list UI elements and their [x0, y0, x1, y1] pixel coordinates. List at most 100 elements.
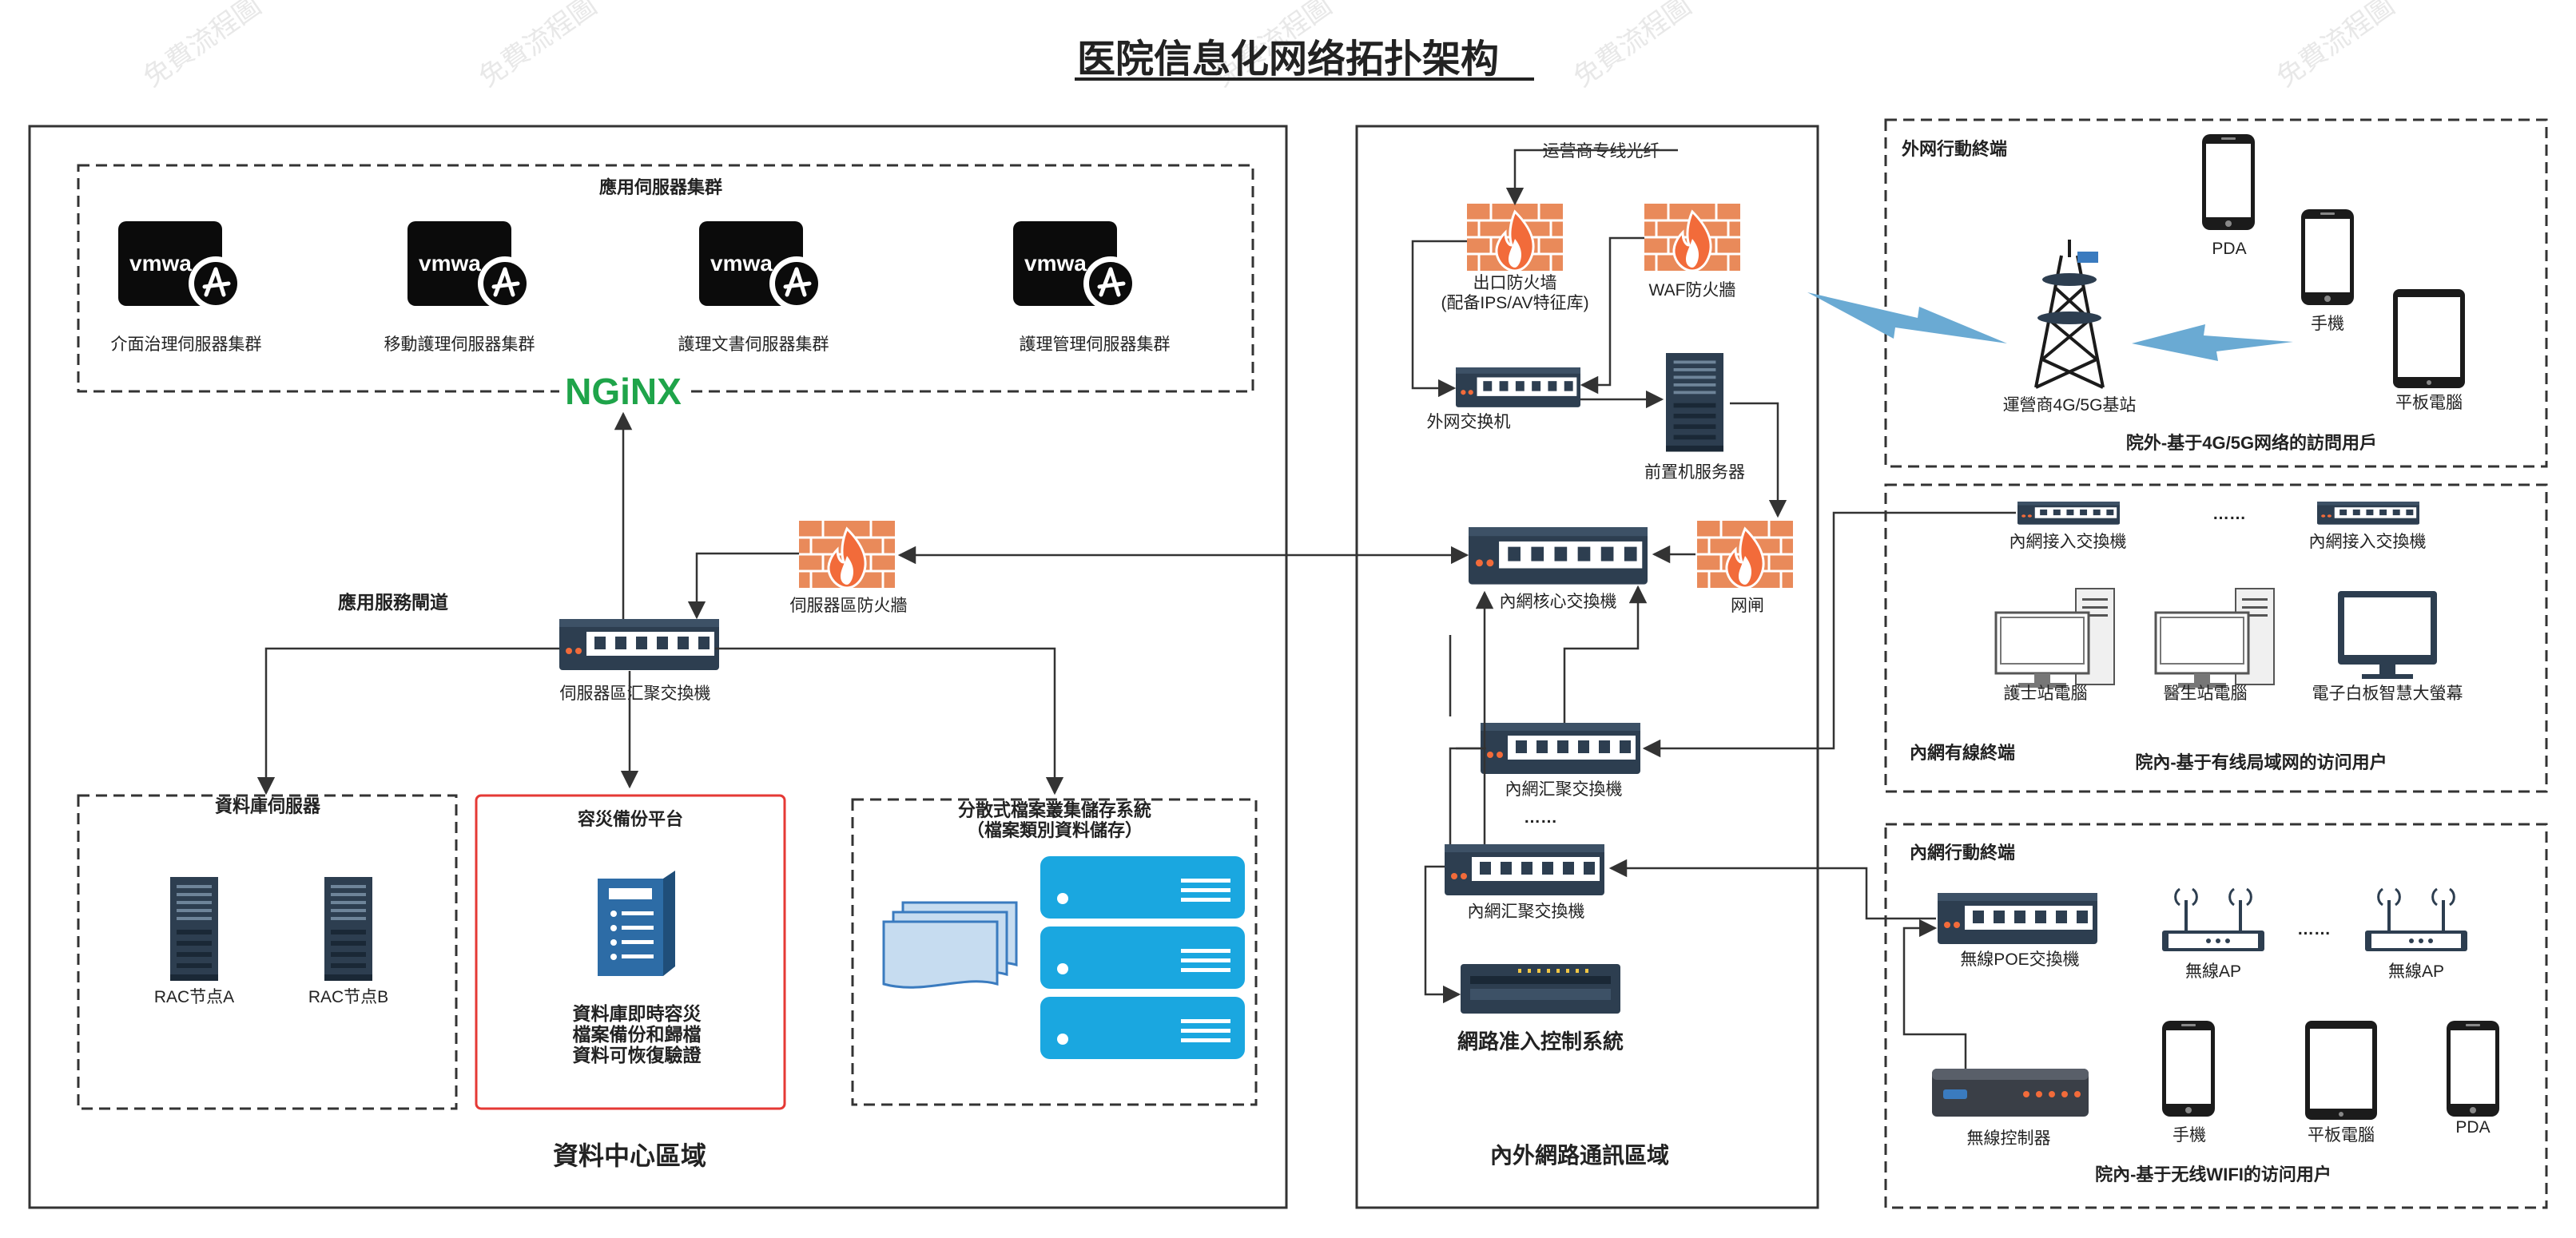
firewall-icon — [1465, 202, 1564, 272]
poe-switch[interactable]: 無線POE交換機 — [1938, 893, 2097, 969]
dfs-group — [851, 798, 1258, 1106]
doctor-station-pc[interactable]: 醫生站電腦 — [2154, 587, 2276, 703]
network-gateway[interactable]: 网闸 — [1695, 519, 1795, 615]
base-station[interactable]: 運營商4G/5G基站 — [2003, 240, 2137, 415]
switch-icon — [559, 619, 719, 670]
app-server-0[interactable]: 介面治理伺服器集群 — [111, 221, 262, 354]
int-phone[interactable]: 手機 — [2162, 1021, 2215, 1145]
app-cluster-label: 應用伺服器集群 — [599, 177, 722, 197]
wired-label: 內網有線終端 — [1910, 743, 2015, 763]
dr-line-3: 資料可恢復驗證 — [573, 1045, 702, 1065]
dr-line-1: 資料庫即時容災 — [573, 1003, 702, 1024]
monitor-icon — [2338, 591, 2437, 679]
server-zone-firewall[interactable]: 伺服器區防火牆 — [790, 519, 908, 615]
page-title: 医院信息化网络拓扑架构 — [1077, 38, 1499, 81]
external-switch[interactable]: 外网交换机 — [1427, 367, 1581, 431]
access-switch-2[interactable]: 內網接入交換機 — [2309, 502, 2427, 551]
whiteboard-label: 電子白板智慧大螢幕 — [2312, 684, 2463, 703]
server-firewall-label: 伺服器區防火牆 — [790, 597, 908, 615]
tablet-icon — [2305, 1021, 2377, 1120]
wired-caption: 院內-基于有线局域网的访问用户 — [2135, 752, 2387, 772]
app-server-1[interactable]: 移動護理伺服器集群 — [384, 221, 535, 354]
ext-mobile-label: 外网行動終端 — [1902, 139, 2007, 159]
agg-switch-label: 內網汇聚交換機 — [1505, 780, 1623, 799]
phone-label: 手機 — [2311, 315, 2344, 333]
tablet-icon — [2393, 289, 2465, 388]
phone-icon — [2447, 1021, 2499, 1117]
app-server-label: 介面治理伺服器集群 — [111, 335, 262, 354]
svg-text:免費流程圖: 免費流程圖 — [2272, 0, 2400, 93]
ext-mobile-group — [1884, 118, 2548, 468]
phone-label: 手機 — [2173, 1126, 2206, 1145]
db-servers-group — [77, 794, 458, 1110]
external-switch-label: 外网交换机 — [1427, 413, 1511, 431]
server-icon — [1666, 353, 1723, 452]
vmware-icon — [1013, 221, 1138, 311]
wireless-controller[interactable]: 無線控制器 — [1932, 1069, 2089, 1148]
firewall-icon — [1695, 519, 1795, 589]
poe-switch-label: 無線POE交換機 — [1960, 950, 2079, 969]
rac-node-a[interactable]: RAC节点A — [154, 877, 234, 1006]
document-stack-icon — [882, 901, 1018, 989]
wireless-ap-2[interactable]: 無線AP — [2363, 887, 2469, 981]
server-switch-label: 伺服器區汇聚交換機 — [560, 684, 711, 703]
ext-pda[interactable]: PDA — [2202, 134, 2255, 258]
dr-platform-group — [475, 794, 786, 1110]
core-switch-label: 內網核心交換機 — [1500, 593, 1617, 611]
ap-label: 無線AP — [2388, 962, 2444, 981]
phone-icon — [2162, 1021, 2215, 1117]
switch-icon — [1445, 844, 1604, 895]
wireless-ap-1[interactable]: 無線AP — [2161, 887, 2266, 981]
rac-node-label: RAC节点A — [154, 988, 234, 1006]
agg-switch-1[interactable]: 內網汇聚交換機 — [1481, 723, 1640, 799]
ext-phone[interactable]: 手機 — [2301, 209, 2354, 333]
carrier-fiber-label: 运营商专线光纤 — [1543, 142, 1660, 161]
wifi-ap-icon — [2363, 887, 2469, 953]
rac-node-b[interactable]: RAC节点B — [308, 877, 388, 1006]
phone-icon — [2202, 134, 2255, 230]
agg-switch-ellipsis: …… — [1524, 808, 1557, 827]
wifi-ap-icon — [2161, 887, 2266, 953]
gateway-label: 网闸 — [1731, 597, 1764, 615]
ap-ellipsis: …… — [2297, 920, 2331, 938]
access-switch-label: 內網接入交換機 — [2010, 533, 2127, 551]
switch-icon — [2017, 502, 2120, 525]
vmware-icon — [699, 221, 824, 311]
server-zone-switch[interactable]: 伺服器區汇聚交換機 — [559, 619, 719, 703]
lightning-icon — [2132, 324, 2293, 361]
firewall-icon — [797, 519, 896, 589]
wlc-appliance-icon — [1932, 1069, 2089, 1117]
storage-array-icon — [1040, 856, 1245, 1059]
whiteboard-screen[interactable]: 電子白板智慧大螢幕 — [2312, 591, 2463, 703]
pda-label: PDA — [2455, 1118, 2490, 1137]
svg-text:免費流程圖: 免費流程圖 — [474, 0, 602, 93]
int-pda[interactable]: PDA — [2447, 1021, 2499, 1137]
app-server-2[interactable]: 護理文書伺服器集群 — [678, 221, 829, 354]
app-server-label: 護理管理伺服器集群 — [1020, 335, 1171, 354]
switch-icon — [2317, 502, 2419, 525]
access-switch-1[interactable]: 內網接入交換機 — [2010, 502, 2127, 551]
wired-group — [1884, 483, 2548, 793]
network-region-label: 內外網路通訊區域 — [1490, 1142, 1669, 1168]
front-server-label: 前置机服务器 — [1644, 463, 1745, 482]
front-end-server[interactable]: 前置机服务器 — [1644, 353, 1745, 482]
exit-firewall-sublabel: (配备IPS/AV特征库) — [1441, 294, 1588, 312]
db-servers-label: 資料庫伺服器 — [215, 796, 321, 816]
network-region — [1355, 125, 1819, 1209]
app-server-3[interactable]: 護理管理伺服器集群 — [1013, 221, 1171, 354]
dfs-label: 分散式檔案叢集儲存系統 — [958, 800, 1151, 820]
core-switch[interactable]: 內網核心交換機 — [1469, 527, 1648, 611]
int-tablet[interactable]: 平板電腦 — [2305, 1021, 2377, 1145]
waf-firewall[interactable]: WAF防火牆 — [1643, 202, 1742, 300]
ext-tablet[interactable]: 平板電腦 — [2393, 289, 2465, 412]
switch-icon — [1456, 367, 1580, 407]
app-channel-label: 應用服務閘道 — [338, 592, 448, 613]
tablet-label: 平板電腦 — [2308, 1126, 2375, 1145]
exit-firewall[interactable]: 出口防火墙 (配备IPS/AV特征库) — [1441, 202, 1589, 312]
network-access-control[interactable]: 網路准入控制系統 — [1457, 964, 1624, 1053]
wlc-label: 無線控制器 — [1967, 1129, 2051, 1148]
svg-text:免費流程圖: 免費流程圖 — [138, 0, 267, 93]
nurse-station-pc[interactable]: 護士站電腦 — [1994, 587, 2116, 703]
agg-switch-2[interactable]: 內網汇聚交換機 — [1445, 844, 1604, 921]
nurse-pc-label: 護士站電腦 — [2004, 684, 2088, 703]
